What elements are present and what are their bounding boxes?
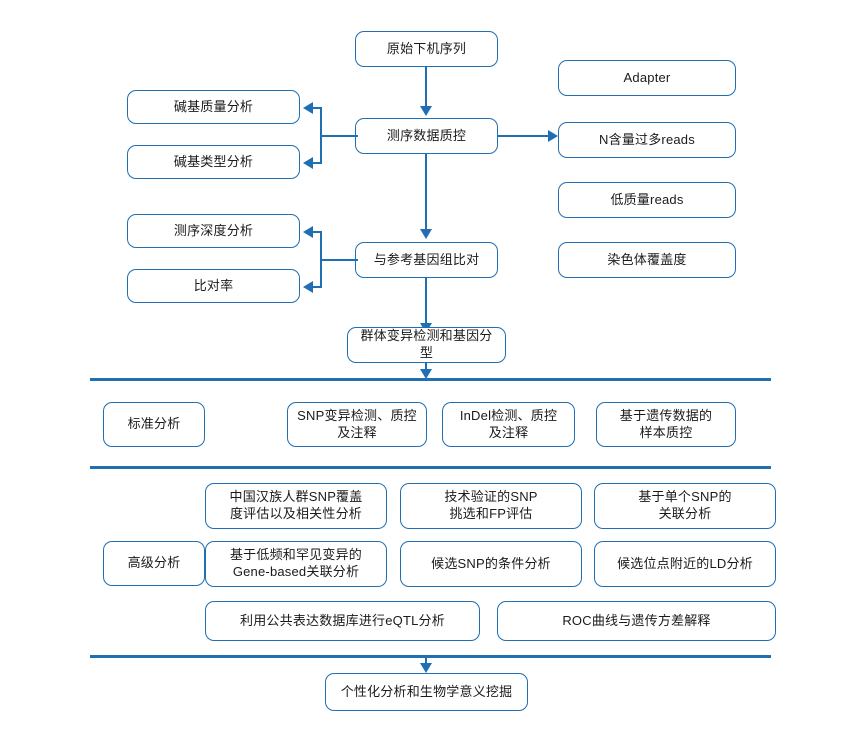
arrowhead-raw-to-qc bbox=[420, 106, 432, 116]
node-gene-based-association[interactable]: 基于低频和罕见变异的 Gene-based关联分析 bbox=[202, 538, 387, 587]
arrowhead-align-to-rate bbox=[303, 281, 313, 293]
node-reference-alignment[interactable]: 与参考基因组比对 bbox=[352, 239, 498, 278]
node-roc-genetic-variance[interactable]: ROC曲线与遗传方差解释 bbox=[494, 598, 776, 641]
node-public-expression-eqtl[interactable]: 利用公共表达数据库进行eQTL分析 bbox=[202, 598, 480, 641]
divider-final-stage-top bbox=[90, 655, 771, 658]
divider-advanced-analysis-top bbox=[90, 466, 771, 469]
connector-align-stem-left bbox=[320, 259, 358, 262]
node-alignment-rate[interactable]: 比对率 bbox=[124, 266, 300, 303]
node-personalized-analysis[interactable]: 个性化分析和生物学意义挖掘 bbox=[322, 670, 528, 711]
connector-align-to-rate bbox=[312, 286, 322, 289]
node-genetic-data-sample-qc[interactable]: 基于遗传数据的 样本质控 bbox=[593, 399, 736, 447]
arrowhead-qc-to-base-type bbox=[303, 157, 313, 169]
node-technical-validation-snp-fp[interactable]: 技术验证的SNP 挑选和FP评估 bbox=[397, 480, 582, 529]
node-single-snp-association[interactable]: 基于单个SNP的 关联分析 bbox=[591, 480, 776, 529]
node-sequencing-qc[interactable]: 测序数据质控 bbox=[352, 115, 498, 154]
node-candidate-locus-ld[interactable]: 候选位点附近的LD分析 bbox=[591, 538, 776, 587]
node-chromosome-coverage[interactable]: 染色体覆盖度 bbox=[555, 239, 736, 278]
node-sequencing-depth-analysis[interactable]: 测序深度分析 bbox=[124, 211, 300, 248]
connector-align-to-depth bbox=[312, 231, 322, 234]
node-indel-detection-qc-annotation[interactable]: InDel检测、质控 及注释 bbox=[439, 399, 575, 447]
arrowhead-qc-to-align bbox=[420, 229, 432, 239]
connector-align-bracket-vertical bbox=[320, 231, 323, 287]
connector-qc-to-n-content bbox=[498, 135, 550, 138]
connector-qc-bracket-vertical bbox=[320, 108, 323, 163]
label-standard-analysis[interactable]: 标准分析 bbox=[103, 402, 205, 447]
arrowhead-qc-to-n-content bbox=[548, 130, 558, 142]
divider-standard-analysis-top bbox=[90, 378, 771, 381]
node-han-chinese-snp-coverage[interactable]: 中国汉族人群SNP覆盖 度评估以及相关性分析 bbox=[202, 480, 387, 529]
connector-align-to-variant bbox=[425, 278, 428, 326]
connector-qc-to-base-type bbox=[312, 162, 322, 165]
connector-qc-to-base-quality bbox=[312, 107, 322, 110]
node-base-type-analysis[interactable]: 碱基类型分析 bbox=[124, 142, 300, 179]
node-base-quality-analysis[interactable]: 碱基质量分析 bbox=[124, 87, 300, 124]
node-adapter[interactable]: Adapter bbox=[555, 57, 736, 96]
arrowhead-align-to-depth bbox=[303, 226, 313, 238]
label-advanced-analysis[interactable]: 高级分析 bbox=[103, 541, 205, 586]
arrowhead-qc-to-base-quality bbox=[303, 102, 313, 114]
node-raw-sequence[interactable]: 原始下机序列 bbox=[352, 28, 498, 67]
connector-qc-to-align bbox=[425, 154, 428, 232]
node-n-content-reads[interactable]: N含量过多reads bbox=[555, 119, 736, 158]
arrowhead-divider-to-final bbox=[420, 663, 432, 673]
arrowhead-variant-to-standard bbox=[420, 369, 432, 379]
node-variant-calling-genotyping[interactable]: 群体变异检测和基因分型 bbox=[344, 324, 506, 363]
connector-raw-to-qc bbox=[425, 67, 428, 109]
node-candidate-snp-conditional[interactable]: 候选SNP的条件分析 bbox=[397, 538, 582, 587]
node-low-quality-reads[interactable]: 低质量reads bbox=[555, 179, 736, 218]
node-snp-detection-qc-annotation[interactable]: SNP变异检测、质控 及注释 bbox=[284, 399, 427, 447]
connector-qc-stem-left bbox=[320, 135, 358, 138]
